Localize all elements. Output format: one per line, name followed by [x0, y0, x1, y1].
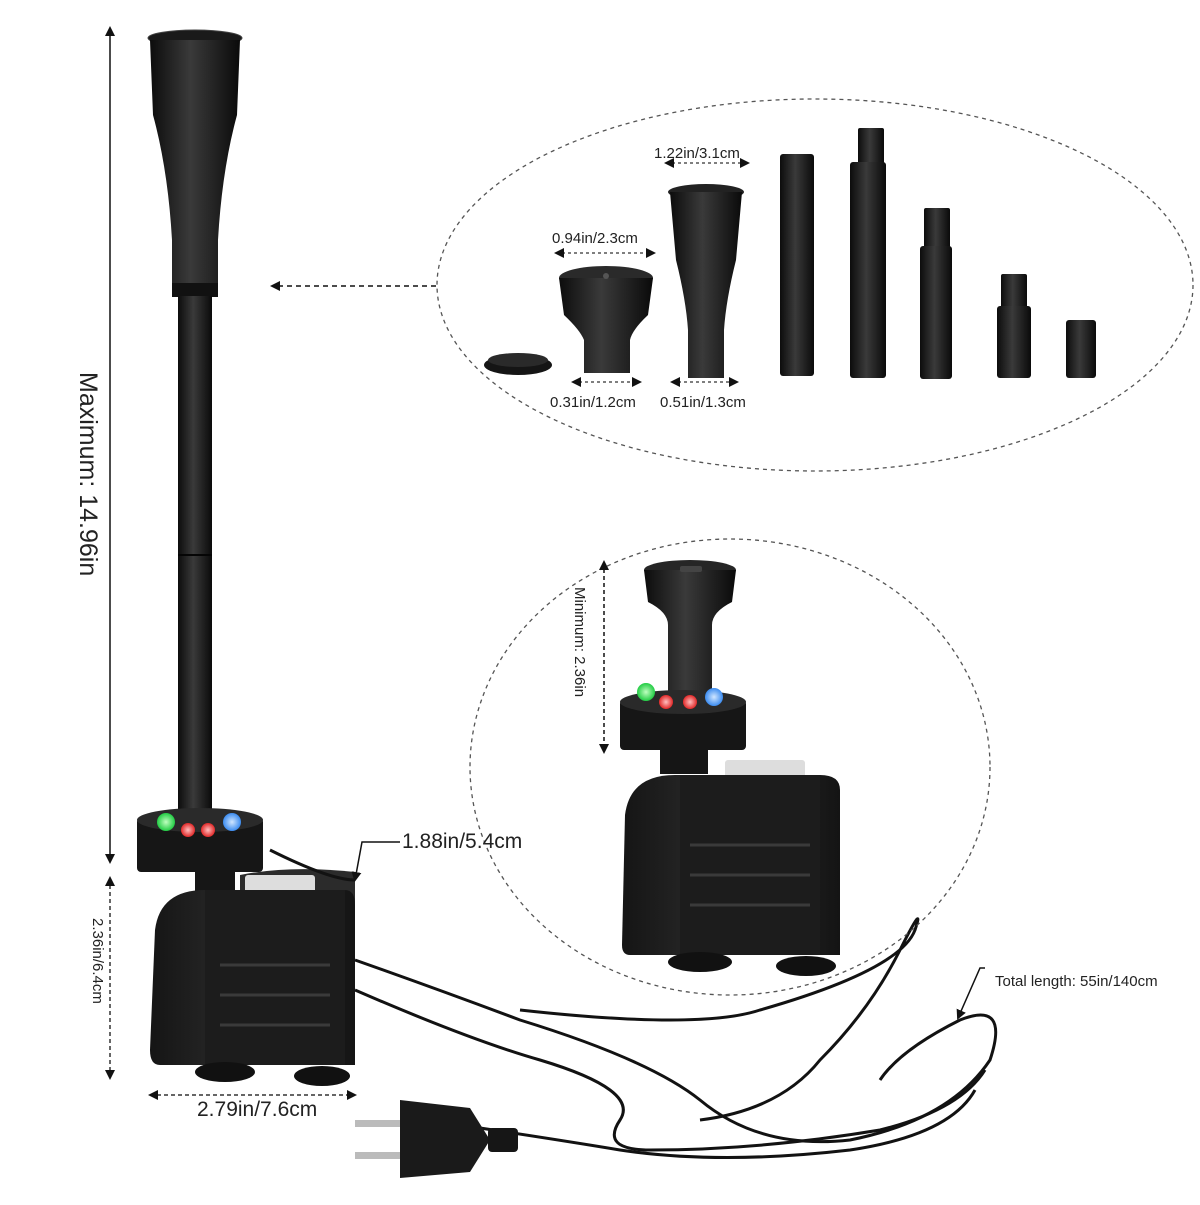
- pump-width-label: 2.79in/7.6cm: [197, 1098, 318, 1121]
- main-pump-assembly: [137, 29, 355, 1086]
- nozzle-top-width-label: 1.22in/3.1cm: [654, 145, 740, 162]
- main-led-ring: [137, 808, 263, 872]
- pump-height-label: 2.36in/6.4cm: [89, 918, 106, 1004]
- extension-tube-part: [780, 154, 814, 376]
- max-height-label: Maximum: 14.96in: [74, 372, 102, 577]
- tall-nozzle-part: [668, 184, 744, 378]
- main-nozzle: [147, 29, 243, 297]
- accessory-parts: [484, 128, 1096, 379]
- accessories-callout: [436, 98, 1194, 472]
- led-green: [637, 683, 655, 701]
- extension-tube-part: [920, 208, 952, 379]
- bell-top-width-label: 0.94in/2.3cm: [552, 230, 638, 247]
- flat-cap-part: [484, 353, 552, 375]
- extension-tube-part: [1066, 320, 1096, 378]
- power-plug: [355, 1100, 518, 1178]
- minimum-pump-assembly: [620, 560, 840, 976]
- led-blue: [223, 813, 241, 831]
- led-red: [201, 823, 215, 837]
- min-height-label: Minimum: 2.36in: [571, 587, 588, 698]
- led-red: [683, 695, 697, 709]
- led-blue: [705, 688, 723, 706]
- minimum-config-callout: [469, 538, 991, 996]
- extension-tube-part: [997, 274, 1031, 378]
- led-red: [659, 695, 673, 709]
- pump-depth-leader: [351, 841, 400, 882]
- cord-length-label: Total length: 55in/140cm: [995, 973, 1158, 990]
- led-red: [181, 823, 195, 837]
- pump-depth-label: 1.88in/5.4cm: [402, 830, 523, 853]
- main-pump-body: [150, 869, 355, 1086]
- led-green: [157, 813, 175, 831]
- bell-bottom-width-label: 0.31in/1.2cm: [550, 394, 636, 411]
- extension-tube-part: [850, 128, 886, 378]
- cord-length-leader: [956, 967, 985, 1020]
- nozzle-bottom-width-label: 0.51in/1.3cm: [660, 394, 746, 411]
- bell-nozzle-part: [559, 266, 653, 373]
- power-cord: [269, 848, 998, 1159]
